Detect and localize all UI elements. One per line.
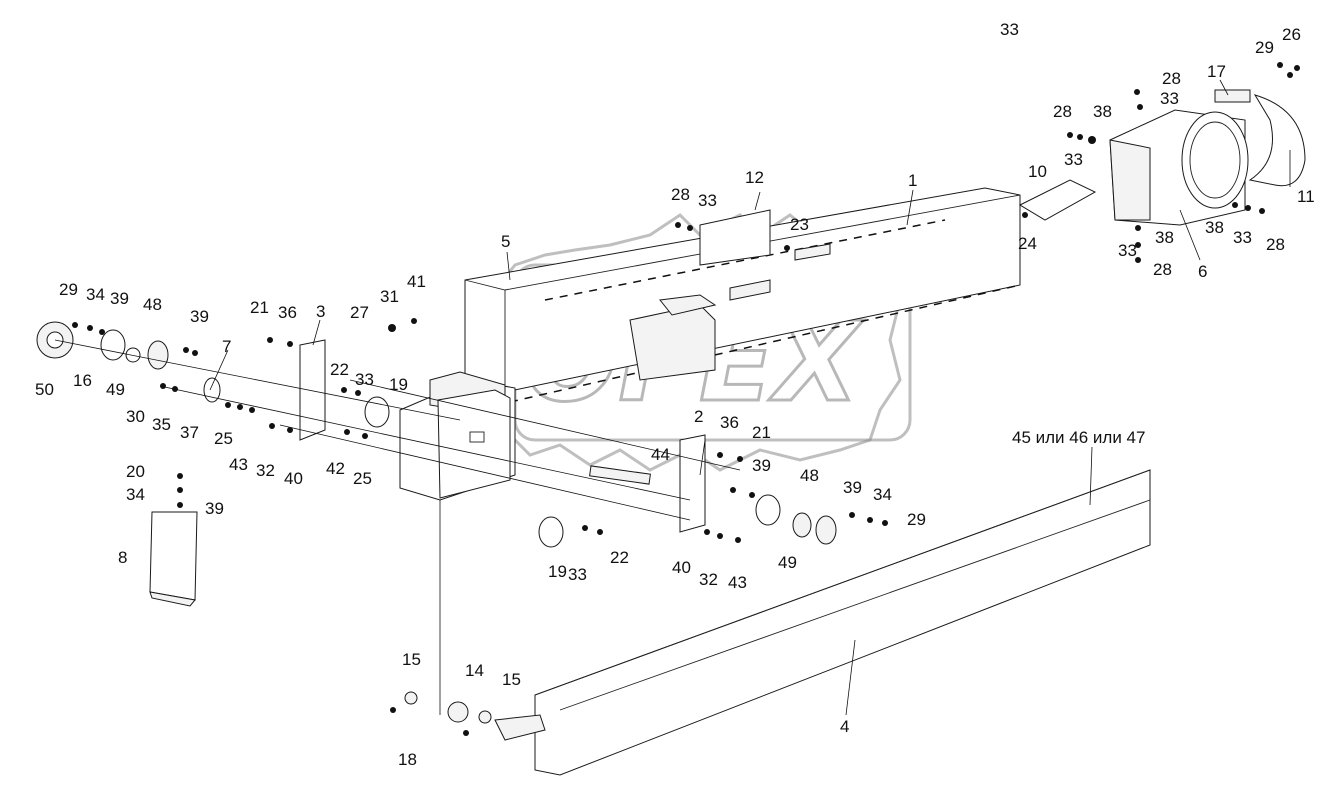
callout-45-46-47: 45 или 46 или 47 (1012, 428, 1145, 447)
callout-49b: 49 (778, 553, 797, 572)
callout-41: 41 (407, 272, 426, 291)
callout-30: 30 (126, 407, 145, 426)
callout-22a: 22 (330, 360, 349, 379)
callout-39c: 39 (205, 499, 224, 518)
callout-4: 4 (840, 717, 849, 736)
callout-32b: 32 (699, 570, 718, 589)
callout-8: 8 (118, 548, 127, 567)
callout-17: 17 (1207, 62, 1226, 81)
callout-37: 37 (180, 423, 199, 442)
callout-40b: 40 (672, 558, 691, 577)
callout-29c: 29 (907, 510, 926, 529)
callout-42: 42 (326, 459, 345, 478)
callout-44: 44 (651, 445, 670, 464)
callout-39b: 39 (190, 307, 209, 326)
callout-48b: 48 (800, 466, 819, 485)
callout-39e: 39 (843, 478, 862, 497)
callout-19a: 19 (389, 375, 408, 394)
callout-38b: 38 (1205, 218, 1224, 237)
callout-28e: 28 (1153, 260, 1172, 279)
callout-50: 50 (35, 380, 54, 399)
callout-36b: 36 (720, 413, 739, 432)
callout-21a: 21 (250, 298, 269, 317)
callout-43b: 43 (728, 573, 747, 592)
callout-33b: 33 (1064, 150, 1083, 169)
callout-10: 10 (1028, 162, 1047, 181)
callout-12: 12 (745, 168, 764, 187)
callout-11: 11 (1297, 187, 1315, 206)
callout-28c: 28 (671, 185, 690, 204)
callout-33f: 33 (1233, 228, 1252, 247)
callout-27: 27 (350, 303, 369, 322)
callout-38c: 38 (1155, 228, 1174, 247)
callout-15a: 15 (402, 650, 421, 669)
callout-33a: 33 (1160, 89, 1179, 108)
callout-33h: 33 (1000, 20, 1019, 39)
callout-23: 23 (790, 215, 809, 234)
callout-31: 31 (380, 287, 399, 306)
leader-lines (54, 79, 1291, 716)
callout-1: 1 (908, 171, 917, 190)
callout-18: 18 (398, 750, 417, 769)
callout-38a: 38 (1093, 102, 1112, 121)
callout-34c: 34 (873, 485, 892, 504)
callout-3: 3 (316, 302, 325, 321)
callout-33e: 33 (568, 565, 587, 584)
callout-16: 16 (73, 371, 92, 390)
callout-33g: 33 (1118, 241, 1137, 260)
callout-2: 2 (694, 407, 703, 426)
callout-36a: 36 (278, 303, 297, 322)
flight-chain (494, 469, 1151, 776)
callout-34a: 34 (86, 285, 105, 304)
callout-19b: 19 (548, 562, 567, 581)
callout-33d: 33 (355, 370, 374, 389)
callout-49a: 49 (106, 380, 125, 399)
callout-20: 20 (126, 462, 145, 481)
main-beam (464, 187, 1021, 403)
callout-7: 7 (222, 337, 231, 356)
callout-15b: 15 (502, 670, 521, 689)
callout-28b: 28 (1053, 102, 1072, 121)
callout-32a: 32 (256, 461, 275, 480)
callout-39d: 39 (752, 456, 771, 475)
callout-25a: 25 (214, 429, 233, 448)
hardware-dots (72, 62, 1300, 736)
callout-5: 5 (501, 232, 510, 251)
callout-21b: 21 (752, 423, 771, 442)
callout-40a: 40 (284, 469, 303, 488)
callout-34b: 34 (126, 485, 145, 504)
callout-labels: 1 2 3 4 5 6 7 8 10 11 12 14 15 15 16 17 … (35, 20, 1315, 769)
callout-24: 24 (1018, 234, 1037, 253)
callout-28a: 28 (1162, 69, 1181, 88)
callout-35: 35 (152, 415, 171, 434)
callout-22b: 22 (610, 548, 629, 567)
callout-28d: 28 (1266, 235, 1285, 254)
callout-43a: 43 (229, 455, 248, 474)
right-end-housing (699, 89, 1306, 266)
callout-29b: 29 (1255, 38, 1274, 57)
callout-29a: 29 (59, 280, 78, 299)
callout-6: 6 (1198, 262, 1207, 281)
callout-14: 14 (465, 661, 484, 680)
callout-48a: 48 (143, 295, 162, 314)
callout-33c: 33 (698, 191, 717, 210)
callout-26: 26 (1282, 25, 1301, 44)
callout-39a: 39 (110, 289, 129, 308)
callout-25b: 25 (353, 469, 372, 488)
left-end-housing (299, 339, 706, 533)
